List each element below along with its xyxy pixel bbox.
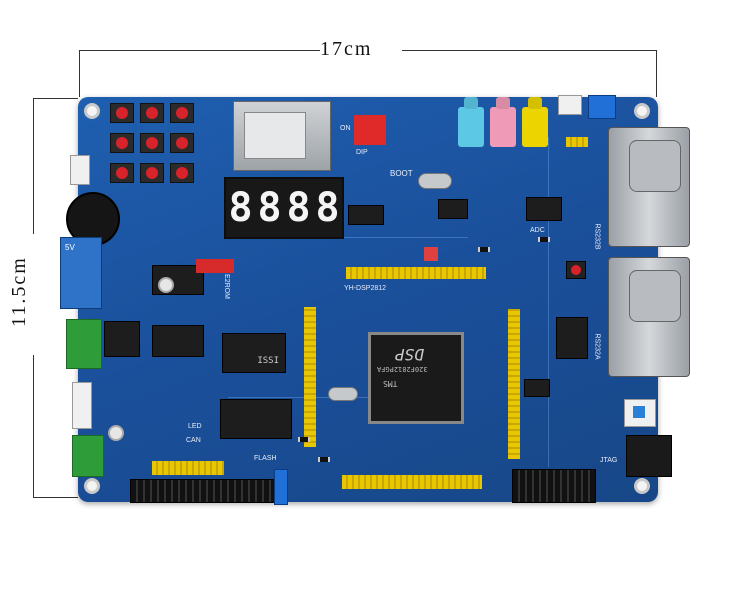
push-button[interactable] (110, 163, 134, 183)
width-dimension-label: 17cm (320, 38, 373, 61)
ic-chip (438, 199, 468, 219)
jtag-label: JTAG (600, 457, 618, 464)
dsp-development-board: 5V ON DIP BOOT 8 8 8 8 ISSI TMS (60, 95, 690, 505)
height-dimension-tick-bottom (33, 497, 78, 498)
width-dimension-line-right (402, 50, 657, 51)
screw-terminal[interactable] (66, 319, 102, 369)
e2rom-label: E2ROM (222, 274, 230, 299)
crystal-oscillator (328, 387, 358, 401)
white-connector[interactable] (70, 155, 90, 185)
ic-chip (152, 325, 204, 357)
white-connector[interactable] (558, 95, 582, 115)
led-label: LED (188, 423, 202, 430)
seven-segment-display: 8 8 8 8 (224, 177, 344, 239)
pcb-trace (228, 237, 468, 238)
ram-chip: ISSI (222, 333, 286, 373)
relay: 5V (60, 237, 102, 309)
pcb-trace (228, 397, 408, 398)
seg-digit: 8 (257, 185, 282, 231)
adc-label: ADC (530, 227, 545, 234)
dip-switch[interactable]: ON (340, 115, 386, 145)
capacitor (108, 425, 124, 441)
mounting-hole (84, 478, 100, 494)
push-button[interactable] (170, 133, 194, 153)
seg-digit: 8 (228, 185, 253, 231)
seg-digit: 8 (286, 185, 311, 231)
push-button[interactable] (170, 163, 194, 183)
height-dimension-tick-top (33, 98, 78, 99)
push-button[interactable] (140, 103, 164, 123)
red-jumper[interactable] (424, 247, 438, 261)
can-label: CAN (186, 437, 201, 444)
audio-jack-pink[interactable] (490, 107, 516, 147)
resistor (538, 237, 550, 242)
rs232b-label: RS232B (593, 223, 601, 250)
jtag-header[interactable] (512, 469, 596, 503)
yellow-pin-header[interactable] (152, 461, 224, 475)
mounting-hole (634, 103, 650, 119)
flash-chip (220, 399, 292, 439)
db9-connector-rs232b[interactable] (608, 127, 690, 247)
mounting-hole (634, 478, 650, 494)
flash-label: FLASH (254, 455, 277, 462)
width-dimension-tick-right (656, 50, 657, 97)
sd-card-slot[interactable] (233, 101, 331, 171)
yellow-pin-header[interactable] (566, 137, 588, 147)
ic-chip (104, 321, 140, 357)
height-dimension-line-top (33, 99, 34, 234)
ic-chip (524, 379, 550, 397)
dip-label: DIP (356, 149, 368, 156)
potentiometer[interactable] (588, 95, 616, 119)
screw-terminal[interactable] (72, 435, 104, 477)
rs232a-label: RS232A (593, 333, 601, 360)
model-label: YH-DSP2812 (344, 285, 387, 292)
push-button[interactable] (110, 103, 134, 123)
white-connector[interactable] (72, 382, 92, 429)
black-expansion-header[interactable] (130, 479, 278, 503)
red-jumper[interactable] (196, 259, 234, 273)
ic-chip (348, 205, 384, 225)
potentiometer[interactable] (274, 469, 288, 505)
dsp-main-chip: TMS 320F2812PGFA DSP (368, 332, 464, 424)
yellow-pin-header[interactable] (304, 307, 316, 447)
ic-chip (556, 317, 588, 359)
yellow-pin-header[interactable] (346, 267, 486, 279)
push-button[interactable] (170, 103, 194, 123)
resistor (478, 247, 490, 252)
boot-label: BOOT (390, 169, 413, 178)
yellow-pin-header[interactable] (342, 475, 482, 489)
pcb-trace (548, 137, 549, 467)
dc-power-jack[interactable] (626, 435, 672, 477)
resistor (298, 437, 310, 442)
power-switch[interactable] (624, 399, 656, 427)
width-dimension-tick-left (79, 50, 80, 97)
resistor (318, 457, 330, 462)
height-dimension-line-bottom (33, 355, 34, 497)
audio-jack-yellow[interactable] (522, 107, 548, 147)
audio-jack-blue[interactable] (458, 107, 484, 147)
width-dimension-line-left (80, 50, 320, 51)
push-button[interactable] (110, 133, 134, 153)
crystal-oscillator (418, 173, 452, 189)
yellow-pin-header[interactable] (508, 309, 520, 459)
reset-button[interactable] (566, 261, 586, 279)
mounting-hole (84, 103, 100, 119)
height-dimension-label: 11.5cm (7, 256, 31, 327)
capacitor (158, 277, 174, 293)
ic-chip (526, 197, 562, 221)
push-button[interactable] (140, 163, 164, 183)
push-button[interactable] (140, 133, 164, 153)
seg-digit: 8 (315, 185, 340, 231)
db9-connector-rs232a[interactable] (608, 257, 690, 377)
